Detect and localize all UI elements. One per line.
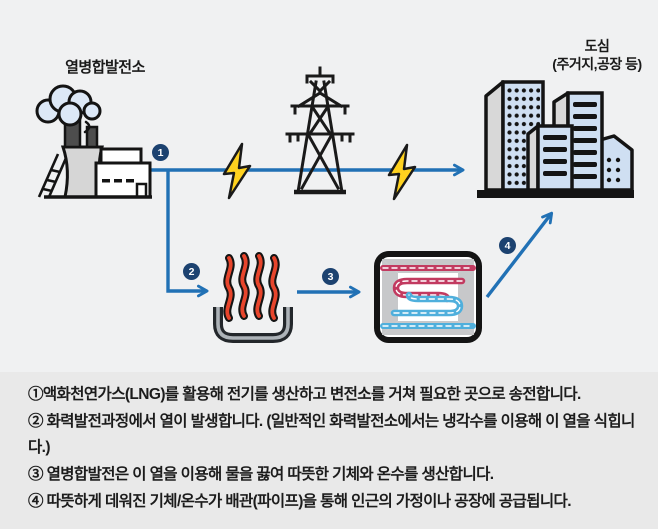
step-badge-1: 1 (152, 144, 169, 161)
lightning-bolt-icon (222, 142, 252, 200)
factory-icon (35, 84, 152, 199)
legend-item-2: ② 화력발전과정에서 열이 발생합니다. (일반적인 화력발전소에서는 냉각수를… (28, 412, 635, 457)
smoke-cloud (35, 84, 102, 127)
legend-item-4: ④ 따뜻하게 데워진 기체/온수가 배관(파이프)을 통해 인근의 가정이나 공… (28, 492, 572, 510)
legend-item-3: ③ 열병합발전은 이 열을 이용해 물을 끓여 따뜻한 기체와 온수를 생산합니… (28, 465, 494, 483)
city-label-line2: (주거지,공장 등) (552, 56, 642, 73)
arrow-heat-branch (166, 170, 209, 298)
heat-exchanger-icon (374, 251, 482, 343)
legend-panel: ①액화천연가스(LNG)를 활용해 전기를 생산하고 변전소를 거쳐 필요한 곳… (0, 372, 658, 529)
arrow-hot-water-to-city (485, 211, 554, 299)
city-label-line1: 도심 (584, 38, 610, 54)
lightning-bolt-icon (387, 143, 417, 201)
step-badge-4: 4 (499, 237, 516, 254)
step-badge-3: 3 (322, 268, 339, 285)
city-buildings-icon (477, 80, 634, 198)
legend-item-1: ①액화천연가스(LNG)를 활용해 전기를 생산하고 변전소를 거쳐 필요한 곳… (28, 386, 581, 403)
step-badge-2: 2 (183, 263, 200, 280)
transmission-tower-icon (285, 66, 355, 195)
plant-label: 열병합발전소 (65, 59, 145, 76)
heater-icon (213, 252, 293, 343)
city-label: 도심 (주거지,공장 등) (533, 37, 658, 73)
